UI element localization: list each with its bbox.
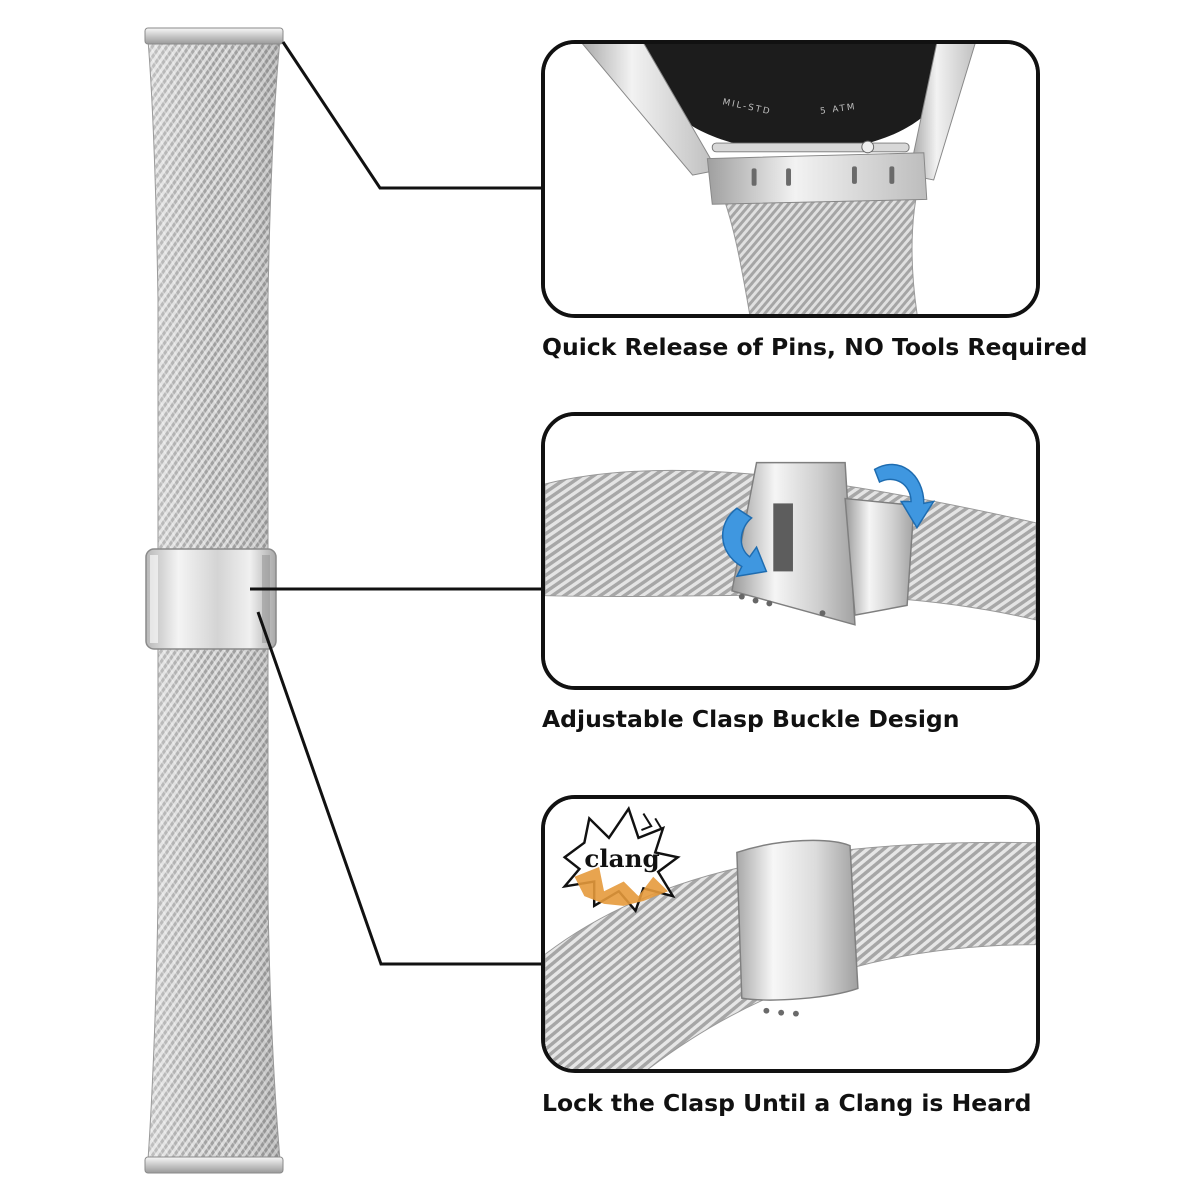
adjustable-clasp-detail-panel	[541, 412, 1040, 690]
quick-release-pin	[711, 142, 910, 153]
watch-lug-right	[908, 44, 976, 181]
leader-line-pins	[281, 41, 541, 190]
caption-adjustable-clasp: Adjustable Clasp Buckle Design	[542, 705, 960, 733]
quick-release-detail-panel: MIL-STD 5 ATM	[541, 40, 1040, 318]
clang-sound-text: clang	[584, 844, 659, 873]
locked-clasp	[736, 839, 859, 1001]
clang-burst-icon	[561, 805, 681, 914]
caption-quick-release: Quick Release of Pins, NO Tools Required	[542, 333, 1088, 361]
strap-top-endpiece	[144, 27, 284, 45]
strap-bottom-endpiece	[144, 1156, 284, 1174]
clasp-folding-flap	[844, 497, 915, 616]
caption-lock-clasp: Lock the Clasp Until a Clang is Heard	[542, 1089, 1032, 1117]
lock-clasp-detail-panel: clang	[541, 795, 1040, 1073]
leader-line-lock	[256, 611, 541, 966]
pin-panel-mesh	[711, 167, 925, 314]
watch-case-back	[635, 44, 967, 151]
rotate-arrow-down-icon	[721, 507, 768, 578]
strap-end-link	[706, 152, 928, 205]
strap-clasp	[145, 548, 277, 650]
rotate-arrow-up-icon	[873, 463, 936, 530]
